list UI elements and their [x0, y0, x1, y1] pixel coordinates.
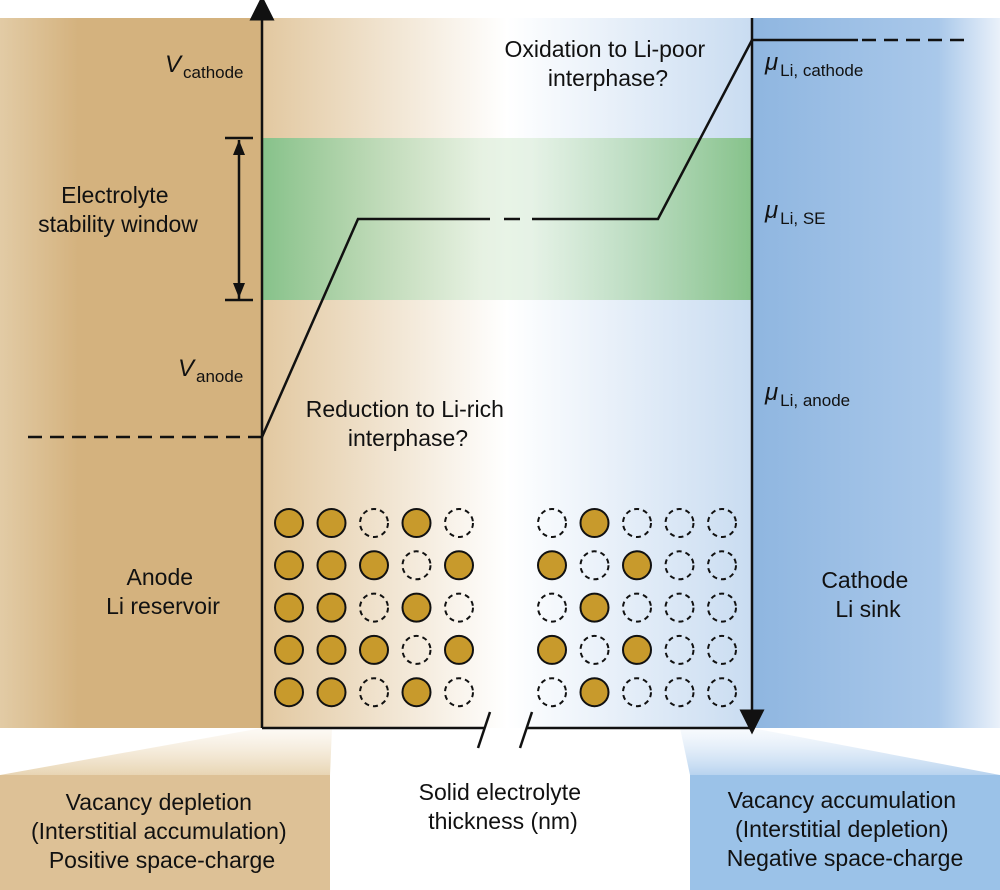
vacancy-site	[707, 634, 737, 665]
li-ion-site	[579, 508, 610, 538]
li-ion-site	[316, 550, 347, 581]
stability-window-label: Electrolyte stability window	[38, 182, 198, 237]
vacancy-site	[401, 634, 432, 665]
li-ion-site	[274, 634, 304, 665]
left-callout-trapezoid	[0, 728, 332, 775]
li-ion-site	[401, 677, 432, 708]
vacancy-site	[537, 677, 567, 708]
vacancy-site	[707, 550, 737, 581]
right-box	[690, 775, 1000, 890]
li-ion-site	[316, 634, 347, 665]
vacancy-site	[707, 677, 737, 708]
vacancy-site	[579, 550, 610, 581]
vacancy-site	[664, 634, 695, 665]
li-ion-site	[316, 508, 347, 538]
window-bracket-arrow-up	[233, 140, 245, 155]
axis-break-mark	[518, 711, 534, 749]
li-ion-site	[401, 592, 432, 623]
vacancy-site	[707, 508, 737, 538]
vacancy-site	[537, 508, 567, 538]
right-callout-trapezoid	[680, 728, 1000, 775]
lattice-right	[537, 508, 737, 708]
window-bracket-arrow-down	[233, 283, 245, 298]
li-ion-site	[579, 592, 610, 623]
reduction-label: Reduction to Li-rich interphase?	[306, 396, 511, 451]
anode-region	[0, 18, 262, 728]
li-ion-site	[274, 677, 304, 708]
li-ion-site	[274, 508, 304, 538]
vacancy-site	[444, 592, 474, 623]
li-ion-site	[622, 550, 652, 581]
vacancy-site	[622, 592, 652, 623]
vacancy-site	[444, 677, 474, 708]
li-ion-site	[579, 677, 610, 708]
li-ion-site	[537, 550, 567, 581]
vacancy-site	[664, 677, 695, 708]
li-ion-site	[401, 508, 432, 538]
vacancy-site	[359, 508, 389, 538]
axis-break-mark	[476, 711, 492, 749]
x-axis-label: Solid electrolyte thickness (nm)	[419, 779, 588, 834]
left-box	[0, 775, 330, 890]
vacancy-site	[359, 592, 389, 623]
li-ion-site	[274, 550, 304, 581]
vacancy-site	[359, 677, 389, 708]
oxidation-label: Oxidation to Li-poor interphase?	[504, 36, 711, 91]
li-ion-site	[622, 634, 652, 665]
vacancy-site	[622, 677, 652, 708]
li-ion-site	[274, 592, 304, 623]
vacancy-site	[537, 592, 567, 623]
li-ion-site	[537, 634, 567, 665]
vacancy-site	[444, 508, 474, 538]
li-ion-site	[316, 677, 347, 708]
vacancy-site	[664, 508, 695, 538]
vacancy-site	[664, 550, 695, 581]
cathode-label: Cathode Li sink	[821, 567, 914, 622]
vacancy-site	[664, 592, 695, 623]
li-ion-site	[444, 634, 474, 665]
right-box-text: Vacancy accumulation (Interstitial deple…	[727, 787, 964, 871]
li-ion-site	[444, 550, 474, 581]
potential-profile-left	[260, 217, 490, 438]
vacancy-site	[401, 550, 432, 581]
anode-label: Anode Li reservoir	[106, 564, 220, 619]
vacancy-site	[707, 592, 737, 623]
vacancy-site	[579, 634, 610, 665]
cathode-region	[752, 18, 1000, 728]
lattice-left	[274, 508, 474, 708]
potential-profile-right	[532, 38, 858, 221]
vacancy-site	[622, 508, 652, 538]
li-ion-site	[316, 592, 347, 623]
li-ion-site	[359, 550, 389, 581]
li-ion-site	[359, 634, 389, 665]
left-box-text: Vacancy depletion (Interstitial accumula…	[31, 789, 293, 873]
